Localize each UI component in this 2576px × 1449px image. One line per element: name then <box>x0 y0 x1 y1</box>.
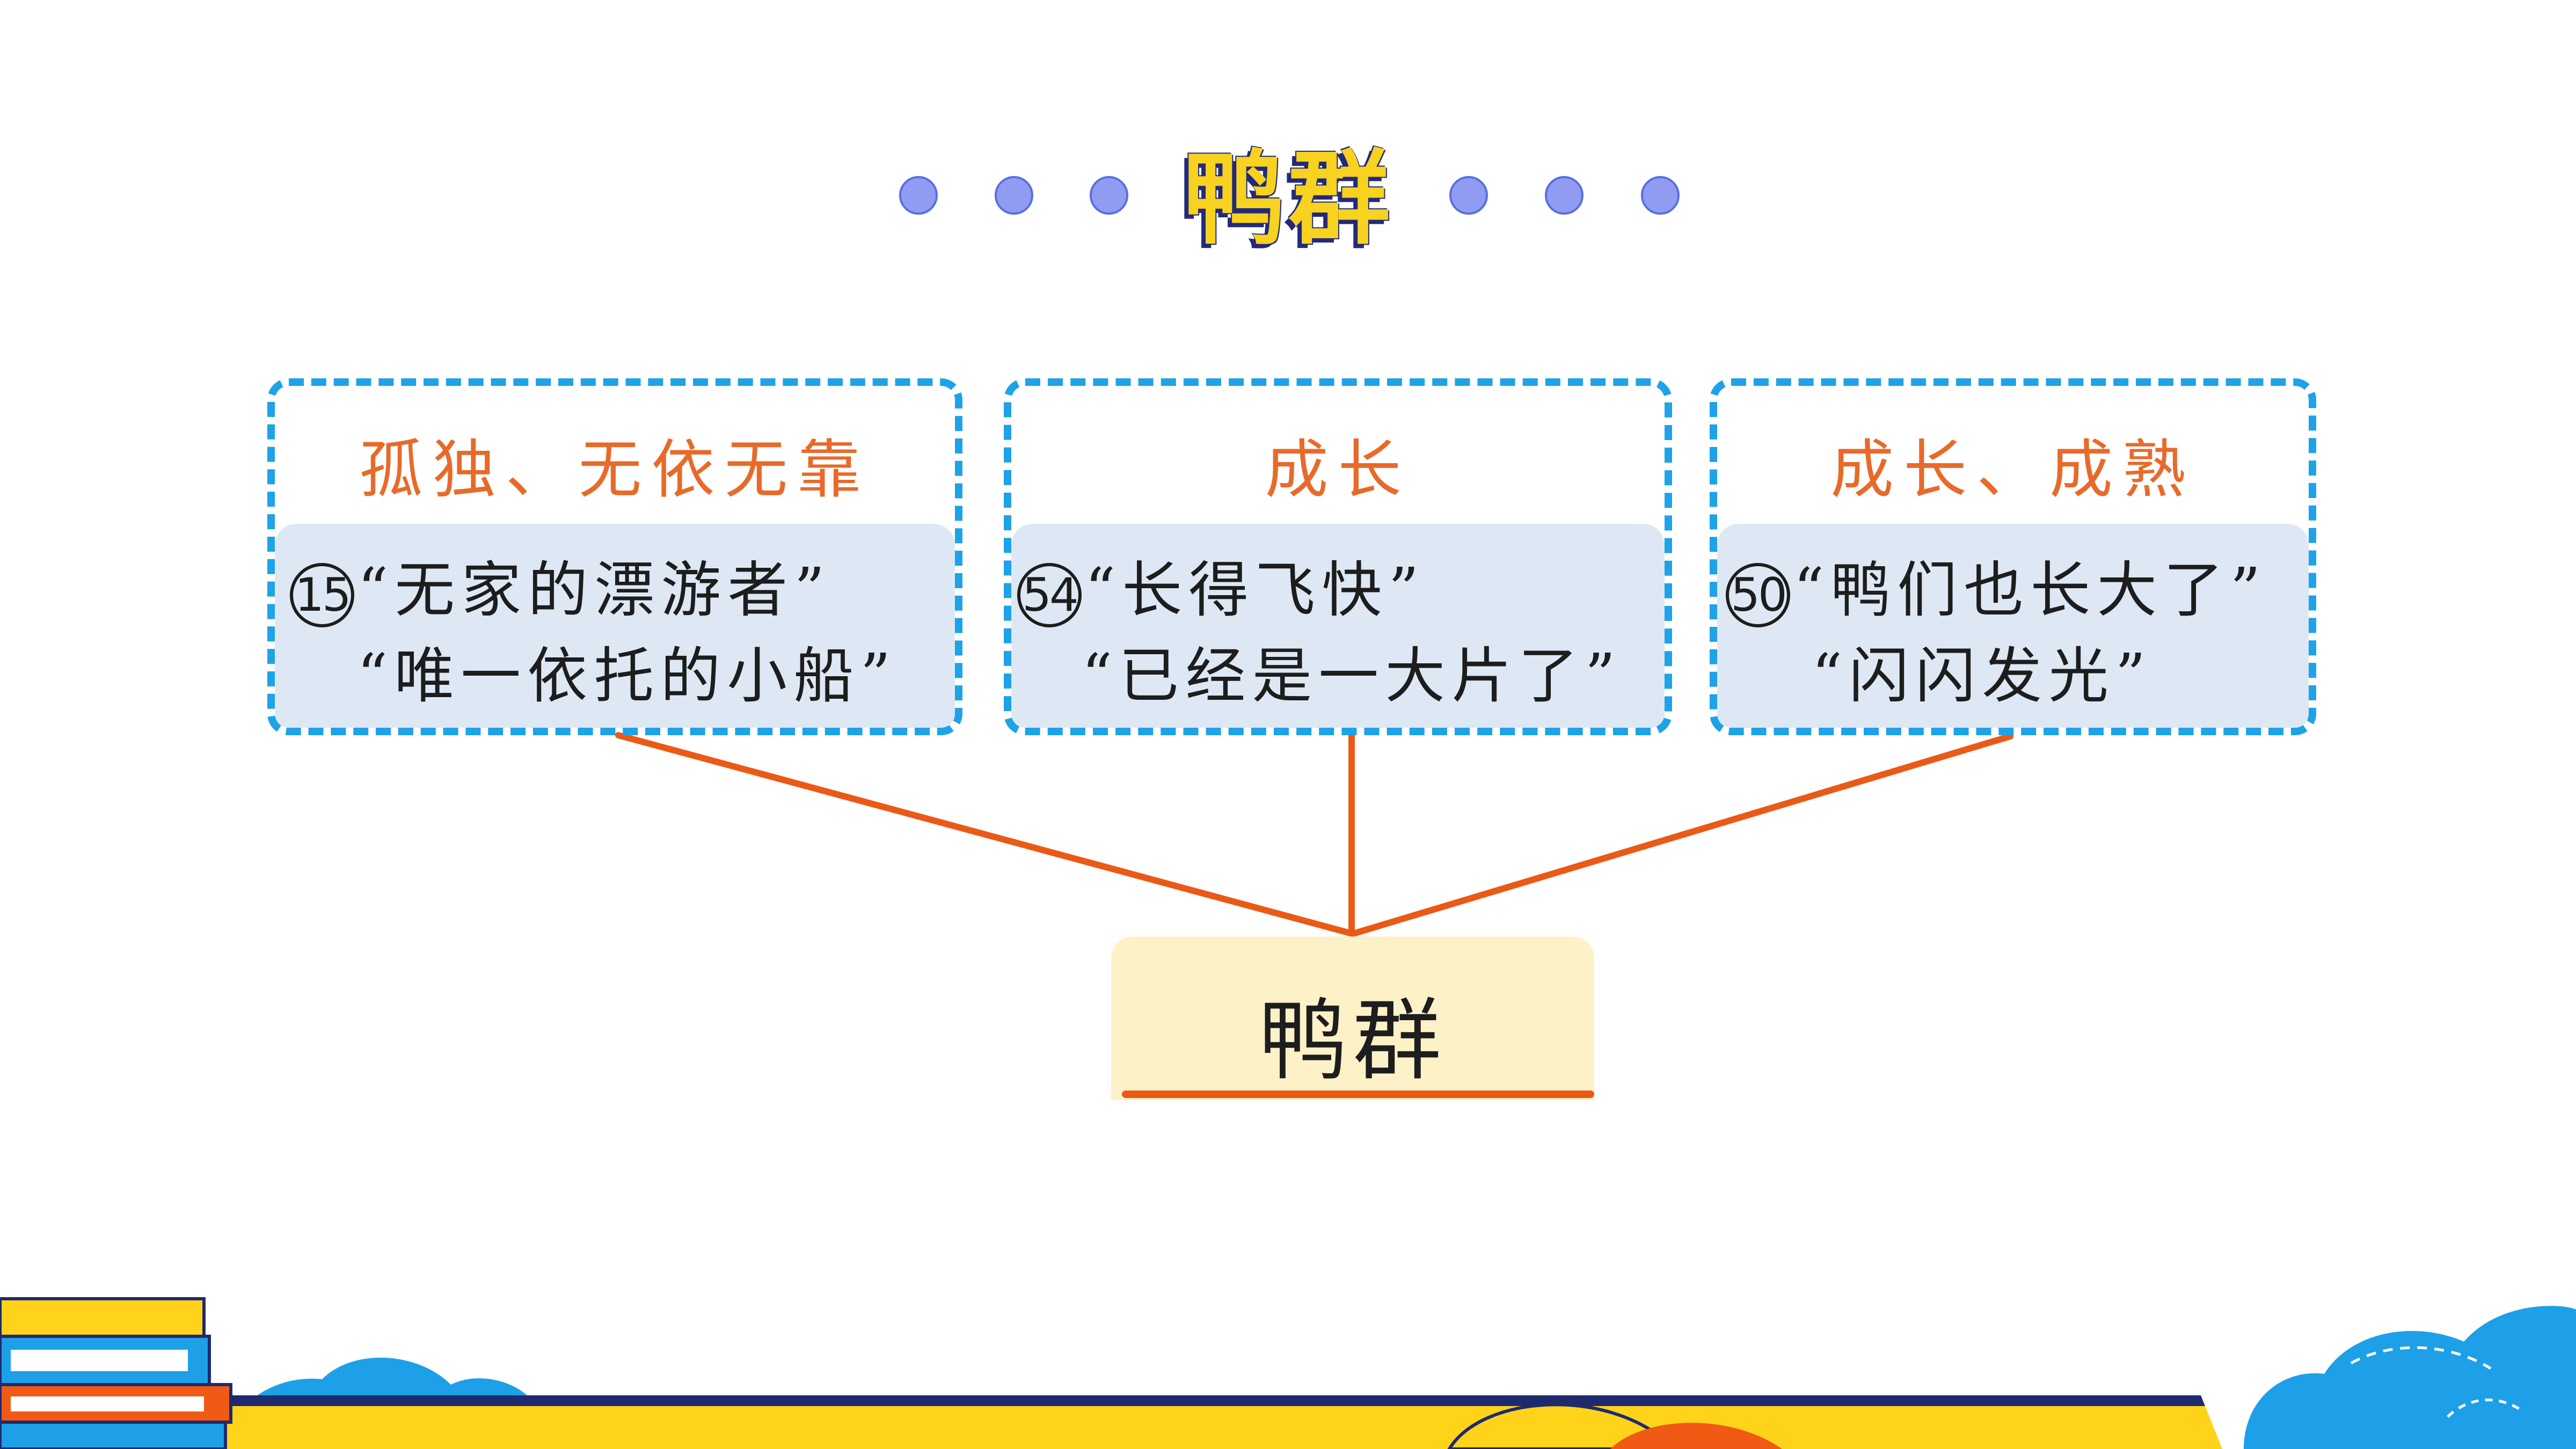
center-node-label: 鸭群 <box>1259 989 1447 1092</box>
decor-dot-6 <box>1641 176 1680 215</box>
card-3-line-1: “鸭们也长大了” <box>1793 555 2267 625</box>
card-1: 孤独、无依无靠 <box>267 378 962 735</box>
card-2: 成长 <box>1004 378 1672 735</box>
decor-dot-4 <box>1449 176 1488 215</box>
decor-dot-2 <box>995 176 1033 215</box>
decor-dot-1 <box>899 176 938 215</box>
card-3: 成长、成熟 <box>1710 378 2316 735</box>
card-2-number: 54 <box>1017 563 1082 627</box>
card-3-number: 50 <box>1726 563 1790 627</box>
card-3-quote-2: “闪闪发光” <box>1812 641 2152 711</box>
center-node-underline <box>1122 1091 1594 1098</box>
card-1-heading: 孤独、无依无靠 <box>359 433 871 507</box>
card-1-quote-1: 15“无家的漂游者” <box>290 555 831 627</box>
card-1-number: 15 <box>290 563 354 627</box>
card-1-line-2: “唯一依托的小船” <box>357 641 897 711</box>
card-1-line-1: “无家的漂游者” <box>357 555 831 625</box>
card-2-body <box>1011 524 1665 728</box>
card-3-heading: 成长、成熟 <box>1830 433 2195 507</box>
card-2-quote-2: “已经是一大片了” <box>1082 641 1622 711</box>
decor-dot-3 <box>1090 176 1128 215</box>
card-3-body <box>1717 524 2309 728</box>
card-2-heading: 成长 <box>1265 433 1411 507</box>
center-node: 鸭群 <box>1111 936 1594 1100</box>
decor-dot-5 <box>1545 176 1583 215</box>
card-2-line-1: “长得飞快” <box>1085 555 1426 625</box>
card-2-line-2: “已经是一大片了” <box>1082 641 1622 711</box>
card-3-line-2: “闪闪发光” <box>1812 641 2152 711</box>
bottom-decoration <box>0 1297 2576 1449</box>
card-2-quote-1: 54“长得飞快” <box>1017 555 1426 627</box>
card-1-quote-2: “唯一依托的小船” <box>357 641 897 711</box>
card-3-quote-1: 50“鸭们也长大了” <box>1726 555 2267 627</box>
card-1-body <box>275 524 955 728</box>
page-title: 鸭群 <box>1183 138 1393 258</box>
